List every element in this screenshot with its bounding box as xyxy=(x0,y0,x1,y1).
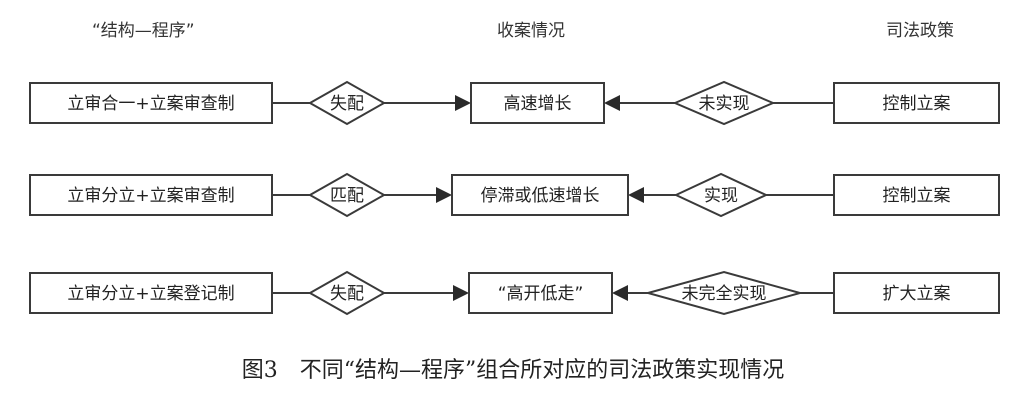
match-diamond xyxy=(307,80,387,126)
realization-label: 实现 xyxy=(704,186,738,206)
policy-box xyxy=(833,272,1000,314)
match-diamond xyxy=(307,270,387,316)
realization-diamond xyxy=(673,172,769,218)
match-label: 失配 xyxy=(330,94,364,114)
structure-box xyxy=(29,272,273,314)
arrowhead-right-icon xyxy=(453,285,469,301)
policy-box xyxy=(833,82,1000,124)
arrowhead-left-icon xyxy=(628,187,644,203)
cases-box xyxy=(470,82,605,124)
cases-label: “高开低走” xyxy=(498,284,584,304)
figure-caption: 图3 不同“结构—程序”组合所对应的司法政策实现情况 xyxy=(241,358,785,383)
flow-diagram: 立审合一+立案审查制失配高速增长未实现控制立案立审分立+立案审查制匹配停滞或低速… xyxy=(29,80,1000,316)
cases-label: 停滞或低速增长 xyxy=(481,186,600,206)
structure-label: 立审分立+立案审查制 xyxy=(67,186,234,206)
arrowhead-right-icon xyxy=(436,187,452,203)
policy-label: 控制立案 xyxy=(883,186,951,206)
cases-box xyxy=(468,272,613,314)
policy-label: 控制立案 xyxy=(883,94,951,114)
arrowhead-right-icon xyxy=(455,95,471,111)
cases-box xyxy=(451,174,629,216)
match-label: 失配 xyxy=(330,284,364,304)
match-diamond xyxy=(307,172,387,218)
structure-label: 立审合一+立案审查制 xyxy=(67,94,234,114)
header-cases: 收案情况 xyxy=(497,21,565,41)
match-label: 匹配 xyxy=(330,186,364,206)
structure-box xyxy=(29,82,273,124)
structure-label: 立审分立+立案登记制 xyxy=(67,284,234,304)
arrowhead-left-icon xyxy=(604,95,620,111)
arrowhead-left-icon xyxy=(612,285,628,301)
structure-box xyxy=(29,174,273,216)
realization-diamond xyxy=(644,270,804,316)
realization-label: 未完全实现 xyxy=(682,284,767,304)
header-policy: 司法政策 xyxy=(886,21,954,41)
policy-label: 扩大立案 xyxy=(883,284,951,304)
policy-box xyxy=(833,174,1000,216)
cases-label: 高速增长 xyxy=(504,94,572,114)
realization-diamond xyxy=(672,80,776,126)
realization-label: 未实现 xyxy=(699,94,750,114)
header-structure: “结构—程序” xyxy=(92,21,195,41)
